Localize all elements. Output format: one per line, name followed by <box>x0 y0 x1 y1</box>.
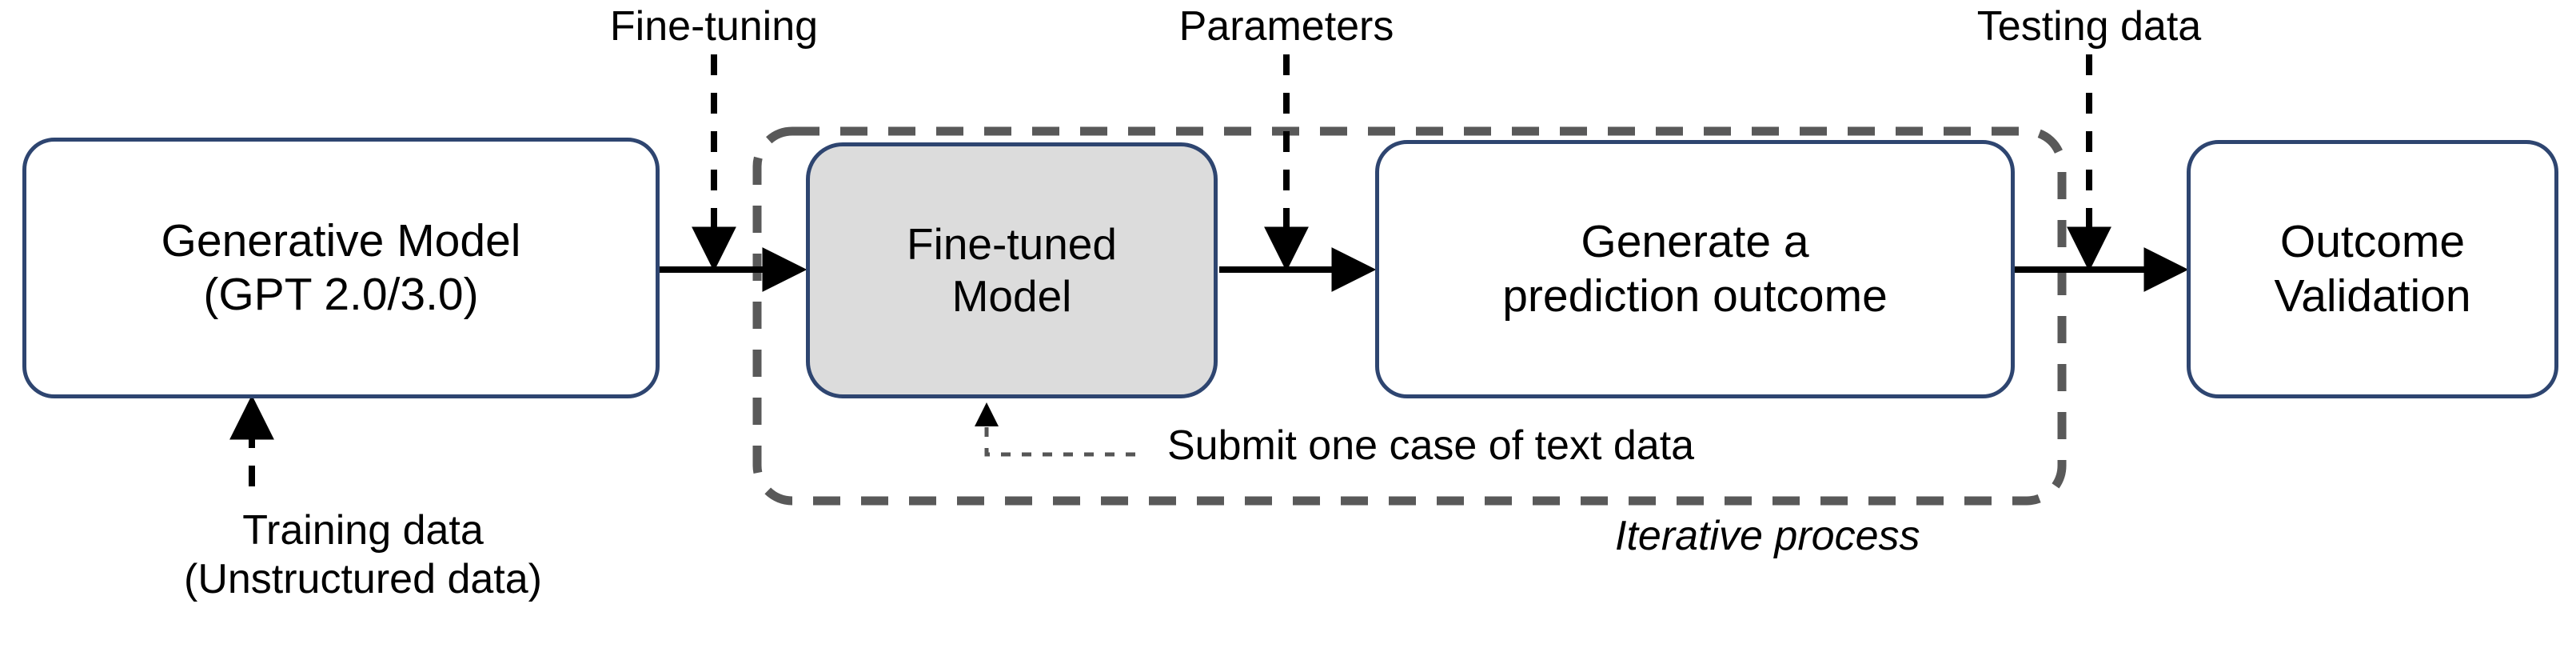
label-testing-data: Testing data <box>1977 2 2201 51</box>
label-fine-tuning: Fine-tuning <box>610 2 818 51</box>
node-outcome-validation[interactable]: Outcome Validation <box>2187 140 2558 398</box>
node-generative-model[interactable]: Generative Model (GPT 2.0/3.0) <box>22 138 660 398</box>
label-iterative-process-text: Iterative process <box>1615 513 1920 559</box>
node-outcome-validation-line-2: Validation <box>2274 270 2471 322</box>
label-iterative-process: Iterative process <box>1615 512 1920 561</box>
label-parameters: Parameters <box>1179 2 1394 51</box>
label-training-data: Training data (Unstructured data) <box>184 506 542 605</box>
node-fine-tuned-model-line-1: Fine-tuned <box>907 219 1117 270</box>
node-generate-prediction-outcome-line-2: prediction outcome <box>1502 270 1888 322</box>
label-training-data-line-2: (Unstructured data) <box>184 556 542 603</box>
arrow-submit-one-case <box>975 402 1135 457</box>
label-submit-one-case: Submit one case of text data <box>1167 422 1694 470</box>
node-generative-model-line-2: (GPT 2.0/3.0) <box>203 269 479 320</box>
node-generate-prediction-outcome-line-1: Generate a <box>1581 216 1809 268</box>
label-parameters-text: Parameters <box>1178 3 1394 50</box>
label-submit-one-case-text: Submit one case of text data <box>1167 422 1695 469</box>
node-generate-prediction-outcome[interactable]: Generate a prediction outcome <box>1375 140 2015 398</box>
label-training-data-line-1: Training data <box>242 507 484 554</box>
node-outcome-validation-line-1: Outcome <box>2279 216 2466 268</box>
label-fine-tuning-text: Fine-tuning <box>609 3 819 50</box>
label-testing-data-text: Testing data <box>1976 3 2202 50</box>
node-fine-tuned-model[interactable]: Fine-tuned Model <box>806 142 1218 398</box>
node-fine-tuned-model-line-2: Model <box>951 271 1072 321</box>
node-generative-model-line-1: Generative Model <box>161 214 521 266</box>
